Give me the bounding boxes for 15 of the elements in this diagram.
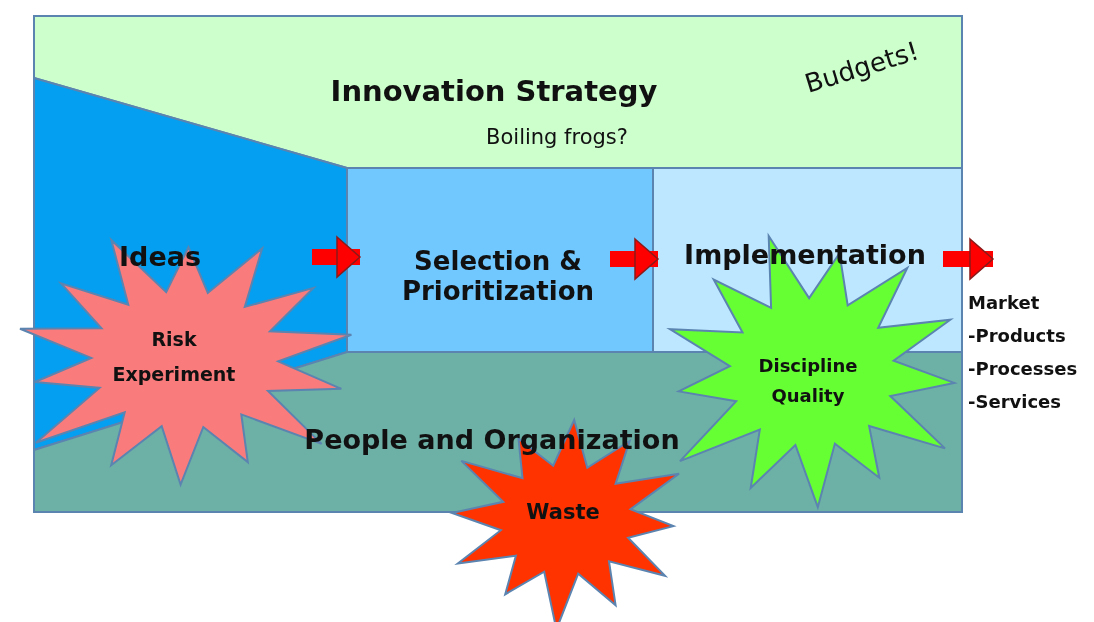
list-text: -Processes (968, 358, 1078, 380)
burst-text: Quality (771, 385, 845, 407)
list-text: -Services (968, 391, 1061, 413)
burst-text: Discipline (758, 355, 858, 377)
list-text: -Products (968, 325, 1066, 347)
burst-text: Waste (526, 499, 600, 525)
burst-text: Experiment (112, 364, 236, 386)
list-text: Market (968, 292, 1040, 314)
band-title: Innovation Strategy (330, 75, 658, 109)
note-text: Boiling frogs? (486, 124, 628, 150)
arrow (312, 236, 361, 278)
arrow (943, 238, 994, 280)
arrow (610, 238, 659, 280)
stage-title: Selection & Prioritization (400, 247, 596, 307)
burst-text: Risk (151, 329, 197, 351)
